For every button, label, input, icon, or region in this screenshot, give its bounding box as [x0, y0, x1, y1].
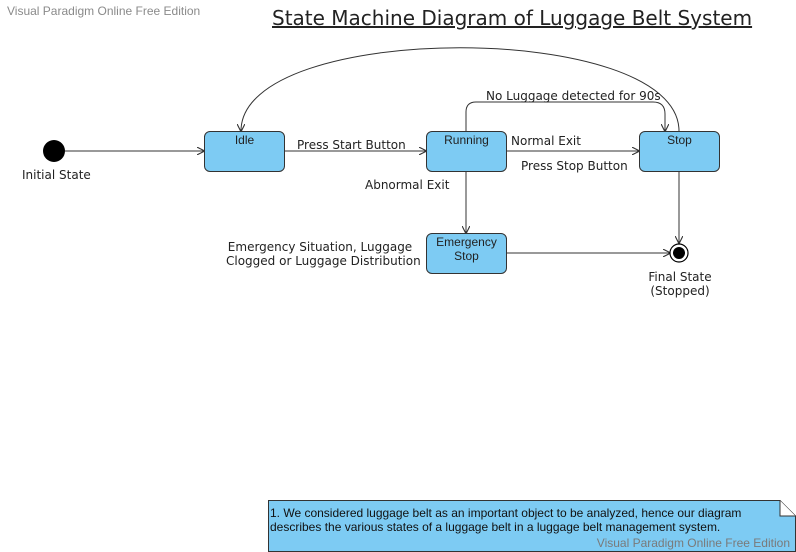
state-emergency-label-2: Stop [454, 249, 479, 263]
state-emergency-stop[interactable]: Emergency Stop [426, 233, 507, 274]
final-state-label: Final State (Stopped) [640, 270, 720, 298]
state-running-label: Running [444, 133, 489, 147]
final-state-label-1: Final State [648, 270, 712, 284]
label-abnormal-exit: Abnormal Exit [365, 178, 450, 192]
state-idle-label: Idle [234, 133, 255, 147]
initial-state-node[interactable] [43, 140, 65, 162]
state-running[interactable]: Running [426, 131, 507, 172]
transition-stop-idle [241, 47, 680, 131]
diagram-title: State Machine Diagram of Luggage Belt Sy… [272, 6, 753, 30]
initial-state-label: Initial State [22, 168, 91, 182]
final-state-inner [673, 247, 685, 259]
watermark-top: Visual Paradigm Online Free Edition [7, 4, 201, 18]
label-press-start: Press Start Button [297, 138, 406, 152]
label-emergency-line-1: Emergency Situation, Luggage [227, 240, 413, 254]
label-emergency-situation: Emergency Situation, Luggage Clogged or … [226, 240, 421, 268]
label-normal-exit: Normal Exit [511, 134, 581, 148]
final-state-label-2: (Stopped) [650, 284, 710, 298]
label-emergency-line-2: Clogged or Luggage Distribution [226, 254, 421, 268]
state-emergency-label-1: Emergency [436, 235, 497, 249]
state-stop-label: Stop [667, 133, 692, 147]
state-stop[interactable]: Stop [639, 131, 720, 172]
state-idle[interactable]: Idle [204, 131, 285, 172]
note-watermark: Visual Paradigm Online Free Edition [596, 536, 790, 550]
label-press-stop: Press Stop Button [521, 159, 628, 173]
label-no-luggage: No Luggage detected for 90s [486, 89, 661, 103]
note: 1. We considered luggage belt as an impo… [268, 500, 796, 552]
note-text: 1. We considered luggage belt as an impo… [270, 506, 742, 534]
transition-no-luggage [465, 101, 665, 131]
note-fold [779, 500, 796, 517]
